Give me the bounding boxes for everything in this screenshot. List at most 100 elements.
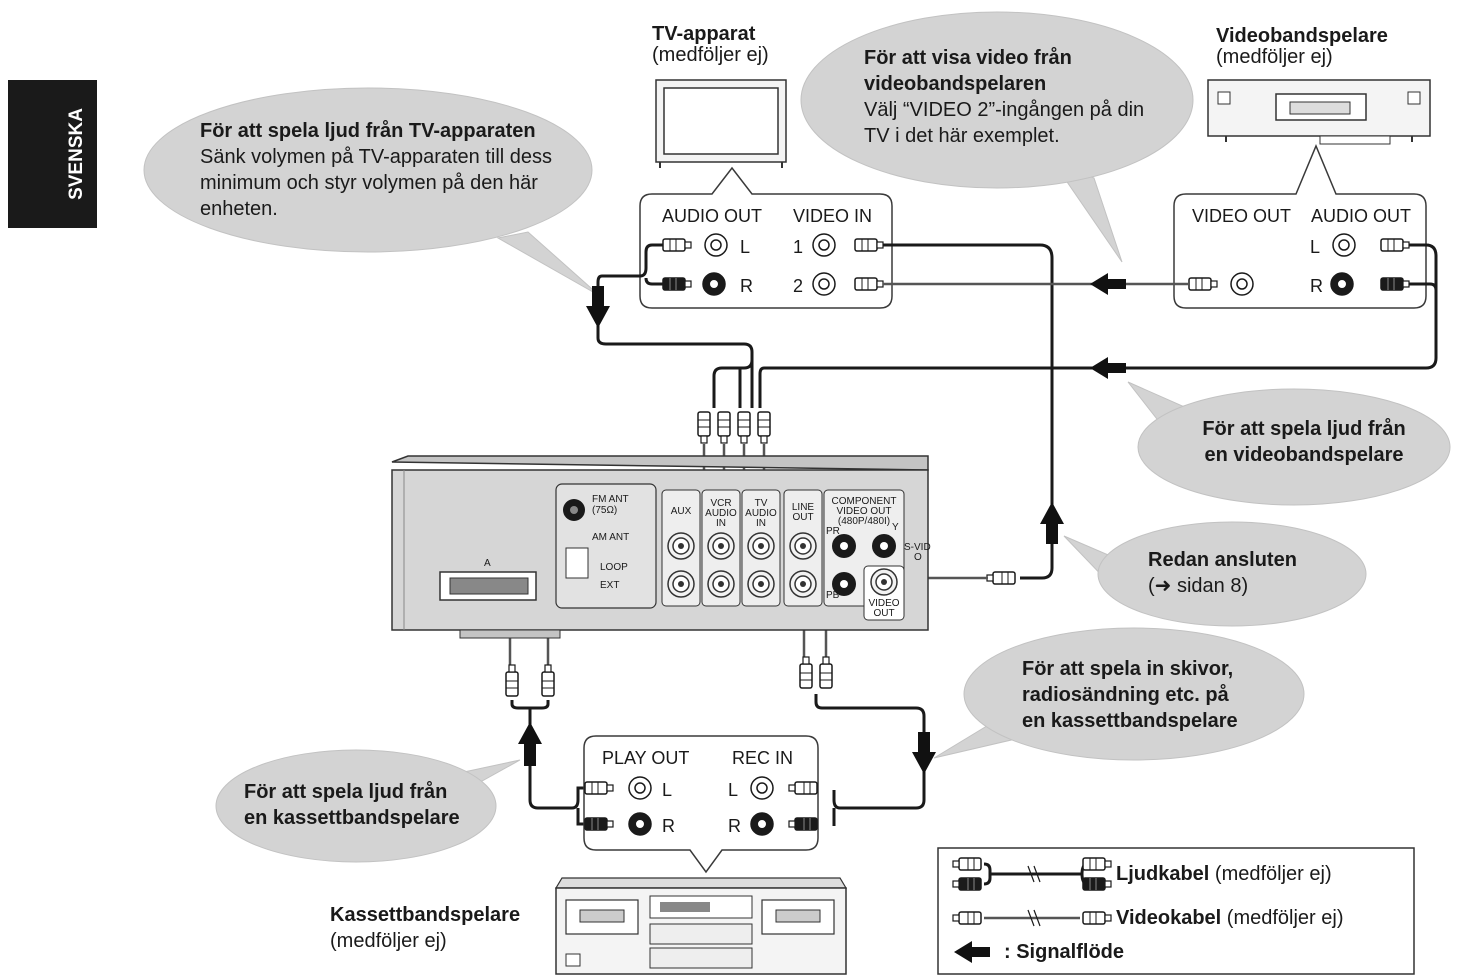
bubble-tv-audio-title: För att spela ljud från TV-apparaten [200,119,536,142]
unit-vcr-label-2: AUDIO [705,508,737,519]
vcr-title: Videobandspelare [1216,25,1388,47]
unit-vcr-label-1: VCR [710,498,731,509]
tv-illustration [655,79,787,168]
bubble-tv-audio: För att spela ljud från TV-apparaten Sän… [143,87,601,297]
unit-line-out-label-2: OUT [792,512,813,523]
side-tab-label: SVENSKA [66,108,87,200]
tv-device: TV-apparat (medföljer ej) [652,23,787,168]
cassette-rec-in-l-jack [750,776,774,800]
unit-fm-ohm-label: (75Ω) [592,505,617,516]
bubble-connected-title: Redan ansluten [1148,549,1297,571]
unit-video-out-label-1: VIDEO [868,598,899,609]
legend-signal-flow: : Signalflöde [1004,941,1124,963]
legend-audio-cable-icon [952,857,1112,891]
unit-vcr-label-3: IN [716,518,726,529]
signal-flow-arrows [518,273,1126,774]
unit-aux-jack-l [667,532,695,560]
unit-tv-label-2: AUDIO [745,508,777,519]
bubble-record-line3: en kassettbandspelare [1022,710,1238,732]
bubble-cassette-audio-line1: För att spela ljud från [244,780,447,803]
unit-aux-label: AUX [671,506,692,517]
unit-line-out-jack-l [789,532,817,560]
unit-tv-jack-r [747,570,775,598]
unit-pb-label: PB [826,590,840,601]
unit-line-out-label-1: LINE [792,502,815,513]
cassette-subtitle: (medföljer ej) [330,930,447,952]
tv-audio-r-label: R [740,276,753,296]
bubble-cassette-audio-line2: en kassettbandspelare [244,807,460,829]
bubble-vcr-video-title2: videobandspelaren [864,73,1046,95]
cassette-play-out-label: PLAY OUT [602,748,689,768]
main-unit: A FM ANT (75Ω) AM ANT LOOP EXT AUX VCR A… [391,455,931,639]
bubble-vcr-video-line1: Välj “VIDEO 2”-ingången på din [864,99,1144,121]
bubble-tv-audio-line2: minimum och styr volymen på den här [200,172,538,194]
cassette-play-r-label: R [662,816,675,836]
cassette-rec-in-label: REC IN [732,748,793,768]
unit-fm-ant-label: FM ANT [592,494,629,505]
unit-component-label-3: (480P/480I) [838,516,890,527]
tv-video-in-2-label: 2 [793,276,803,296]
cassette-play-out-r-jack [628,812,652,836]
vcr-audio-r-label: R [1310,276,1323,296]
vcr-video-out-label: VIDEO OUT [1192,206,1291,226]
unit-a-label: A [484,558,491,569]
cassette-rec-l-label: L [728,780,738,800]
bubble-connected: Redan ansluten (➜ sidan 8) [1063,521,1367,627]
bubble-record-line2: radiosändning etc. på [1022,683,1230,706]
vcr-audio-out-l-jack [1332,233,1356,257]
vcr-video-out-jack [1230,272,1254,296]
cassette-title: Kassettbandspelare [330,904,520,926]
bubble-vcr-video-line2: TV i det här exemplet. [864,125,1060,147]
unit-aux-jack-r [667,570,695,598]
bubble-tv-audio-line3: enheten. [200,198,278,220]
bubble-vcr-audio-line1: För att spela ljud från [1202,417,1405,440]
bubble-cassette-audio: För att spela ljud från en kassettbandsp… [215,749,521,863]
bubble-vcr-video-title1: För att visa video från [864,46,1072,69]
unit-line-out-jack-r [789,570,817,598]
bubble-vcr-audio: För att spela ljud från en videobandspel… [1127,381,1451,506]
bubble-record-line1: För att spela in skivor, [1022,658,1233,680]
cassette-rec-in-r-jack [750,812,774,836]
unit-tv-jack-l [747,532,775,560]
cassette-illustration [554,877,848,975]
vcr-connector-panel: VIDEO OUT AUDIO OUT L R [1173,144,1427,309]
bubble-connected-line1: (➜ sidan 8) [1148,575,1248,597]
vcr-device: Videobandspelare (medföljer ej) [1207,25,1431,145]
cassette-connector-panel: PLAY OUT REC IN L R L R [583,735,819,874]
unit-vcr-jack-r [707,570,735,598]
unit-component-label-1: COMPONENT [832,496,897,507]
unit-ext-label: EXT [600,580,619,591]
cassette-device: Kassettbandspelare (medföljer ej) [330,877,848,975]
unit-loop-label: LOOP [600,562,628,573]
unit-am-ant-label: AM ANT [592,532,629,543]
legend-audio-cable: Ljudkabel (medföljer ej) [1116,863,1332,885]
unit-pr-label: PR [826,526,840,537]
vcr-illustration [1207,79,1431,145]
tv-subtitle: (medföljer ej) [652,44,769,66]
unit-tv-label-3: IN [756,518,766,529]
side-language-tab: SVENSKA [8,80,97,228]
tv-audio-out-r-jack [702,272,726,296]
unit-video-out-jack [870,568,898,596]
vcr-audio-out-label: AUDIO OUT [1311,206,1411,226]
tv-connector-panel: AUDIO OUT VIDEO IN L R 1 2 [639,166,893,309]
unit-vcr-jack-l [707,532,735,560]
vcr-subtitle: (medföljer ej) [1216,46,1333,68]
cassette-play-out-l-jack [628,776,652,800]
tv-audio-l-label: L [740,237,750,257]
unit-component-label-2: VIDEO OUT [836,506,891,517]
unit-s-video-label-2: O [914,552,922,563]
bubble-tv-audio-line1: Sänk volymen på TV-apparaten till dess [200,146,552,168]
tv-video-in-label: VIDEO IN [793,206,872,226]
bubble-vcr-audio-line2: en videobandspelare [1205,444,1404,466]
tv-video-in-1-jack [812,233,836,257]
legend: Ljudkabel (medföljer ej) Videokabel (med… [937,847,1415,975]
tv-audio-out-l-jack [704,233,728,257]
tv-video-in-2-jack [812,272,836,296]
unit-s-video-label-1: S-VID [904,542,931,553]
cassette-play-l-label: L [662,780,672,800]
vcr-audio-l-label: L [1310,237,1320,257]
legend-video-cable-icon [952,909,1112,927]
vcr-audio-out-r-jack [1330,272,1354,296]
